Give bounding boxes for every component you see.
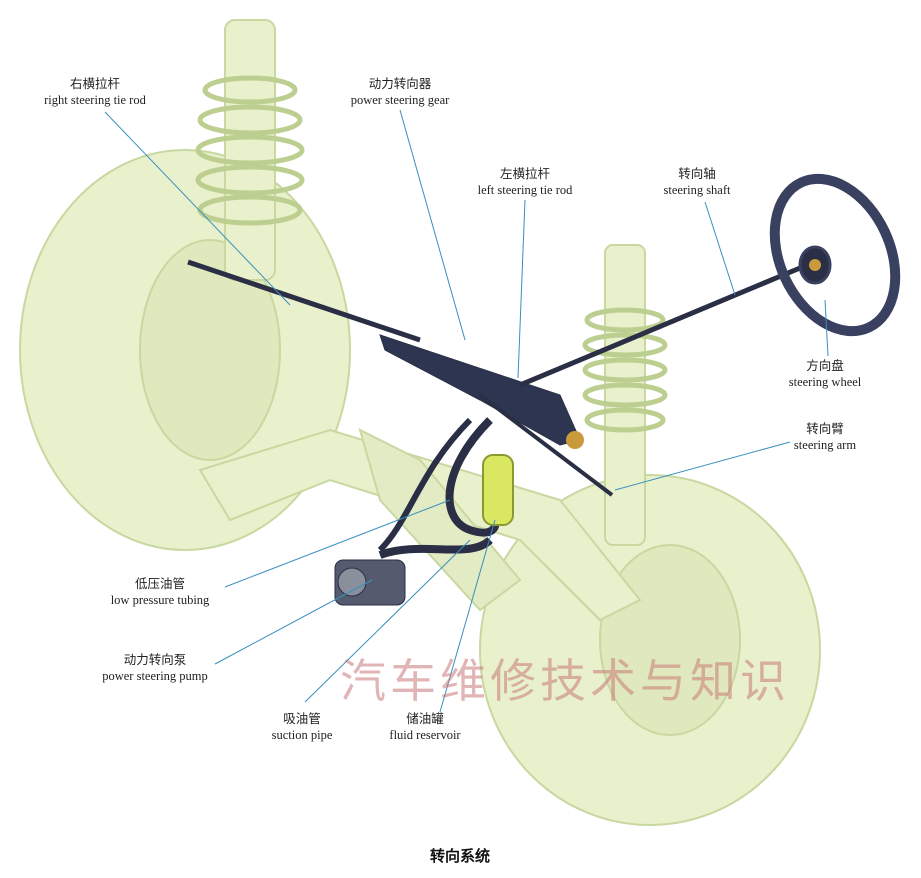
springs <box>195 75 668 433</box>
label-en: power steering pump <box>102 669 208 683</box>
steering-shaft <box>519 265 801 388</box>
label-low-pressure-tubing: 低压油管 low pressure tubing <box>111 576 210 608</box>
label-power-steering-gear: 动力转向器 power steering gear <box>351 76 450 108</box>
power-steering-gear <box>379 334 581 446</box>
label-en: left steering tie rod <box>477 183 573 197</box>
label-zh: 右横拉杆 <box>69 77 120 91</box>
label-en: low pressure tubing <box>110 593 210 607</box>
steering-parts <box>187 173 901 606</box>
label-zh: 方向盘 <box>806 359 844 373</box>
label-power-steering-pump: 动力转向泵 power steering pump <box>102 652 208 684</box>
label-zh: 储油罐 <box>406 712 444 726</box>
label-steering-wheel: 方向盘 steering wheel <box>789 358 862 390</box>
label-suction-pipe: 吸油管 suction pipe <box>272 711 333 743</box>
label-steering-shaft: 转向轴 steering shaft <box>664 166 731 198</box>
leader-lines <box>104 109 829 713</box>
right-strut <box>604 244 646 546</box>
label-zh: 动力转向器 <box>368 77 432 91</box>
label-left-steering-tie-rod: 左横拉杆 left steering tie rod <box>478 166 573 198</box>
label-zh: 低压油管 <box>134 577 186 591</box>
label-en: right steering tie rod <box>44 93 146 107</box>
label-en: power steering gear <box>350 93 450 107</box>
watermark: 汽车维修技术与知识 <box>340 654 790 708</box>
right-tie-rod <box>187 259 421 343</box>
steering-wheel <box>769 173 901 337</box>
label-zh: 动力转向泵 <box>123 653 187 667</box>
label-fluid-reservoir: 储油罐 fluid reservoir <box>389 711 460 743</box>
chassis-ghost <box>19 19 821 826</box>
label-en: steering wheel <box>788 375 862 389</box>
label-en: steering shaft <box>663 183 731 197</box>
label-zh: 转向臂 <box>806 422 844 436</box>
label-right-steering-tie-rod: 右横拉杆 right steering tie rod <box>44 76 146 108</box>
label-steering-arm: 转向臂 steering arm <box>794 421 856 453</box>
label-en: fluid reservoir <box>389 728 461 742</box>
figure-caption: 转向系统 <box>429 847 491 865</box>
label-zh: 左横拉杆 <box>499 167 551 181</box>
label-en: suction pipe <box>271 728 333 742</box>
label-en: steering arm <box>793 438 857 452</box>
left-tie-rod <box>478 393 614 497</box>
fluid-reservoir <box>482 454 514 526</box>
label-zh: 转向轴 <box>678 167 716 181</box>
left-strut <box>224 19 276 281</box>
suction-pipe <box>378 536 493 559</box>
label-zh: 吸油管 <box>283 712 321 726</box>
